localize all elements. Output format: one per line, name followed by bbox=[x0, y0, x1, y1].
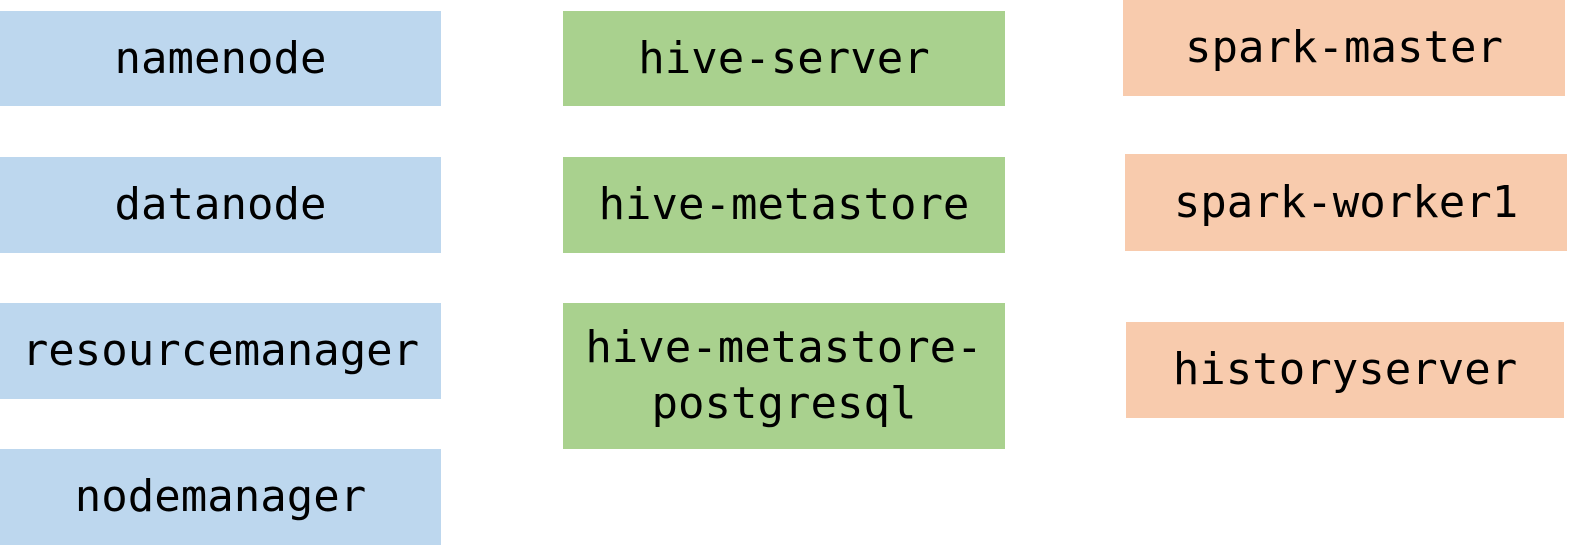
spark-master-label: spark-master bbox=[1185, 22, 1503, 73]
nodemanager-box: nodemanager bbox=[0, 449, 441, 545]
datanode-box: datanode bbox=[0, 157, 441, 253]
spark-worker1-box: spark-worker1 bbox=[1125, 154, 1567, 251]
hive-metastore-box: hive-metastore bbox=[563, 157, 1005, 253]
nodemanager-label: nodemanager bbox=[74, 471, 367, 522]
hive-metastore-postgresql-label: hive-metastore- postgresql bbox=[585, 322, 983, 429]
hive-metastore-postgresql-box: hive-metastore- postgresql bbox=[563, 303, 1005, 449]
datanode-label: datanode bbox=[114, 179, 327, 230]
resourcemanager-label: resourcemanager bbox=[21, 325, 420, 376]
hive-server-box: hive-server bbox=[563, 11, 1005, 106]
resourcemanager-box: resourcemanager bbox=[0, 303, 441, 399]
spark-worker1-label: spark-worker1 bbox=[1173, 176, 1519, 228]
historyserver-box: historyserver bbox=[1126, 322, 1564, 418]
spark-master-box: spark-master bbox=[1123, 0, 1565, 96]
namenode-label: namenode bbox=[114, 32, 327, 84]
hive-server-label: hive-server bbox=[638, 32, 930, 84]
historyserver-label: historyserver bbox=[1172, 344, 1518, 395]
hive-metastore-label: hive-metastore bbox=[598, 179, 970, 230]
namenode-box: namenode bbox=[0, 11, 441, 106]
